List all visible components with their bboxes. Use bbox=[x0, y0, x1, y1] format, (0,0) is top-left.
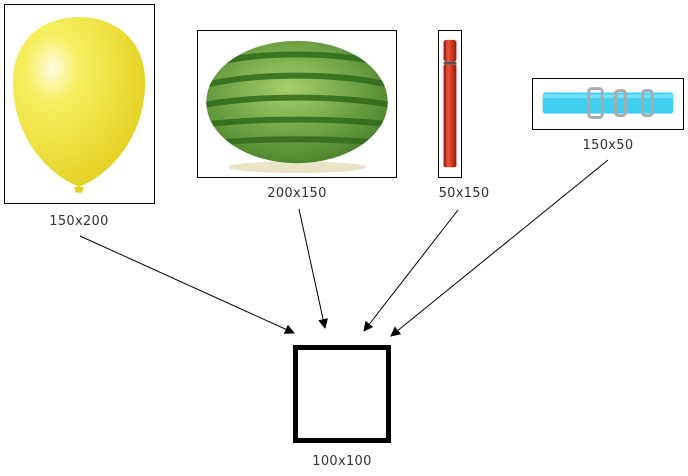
collar-image-frame bbox=[532, 78, 684, 130]
arrow-balloon bbox=[79, 235, 295, 334]
watermelon-size-label: 200x150 bbox=[267, 186, 327, 201]
arrow-watermelon bbox=[298, 208, 328, 329]
thermos-size-label: 50x150 bbox=[438, 186, 490, 201]
target-square bbox=[293, 345, 391, 443]
balloon-size-label: 150x200 bbox=[49, 214, 109, 229]
thermos-icon bbox=[443, 39, 457, 168]
watermelon-icon bbox=[206, 40, 388, 174]
target-size-label: 100x100 bbox=[312, 454, 372, 469]
arrow-thermos bbox=[363, 209, 459, 332]
collar-icon bbox=[542, 87, 674, 119]
balloon-image-frame bbox=[4, 4, 155, 204]
watermelon-image-frame bbox=[197, 30, 397, 178]
thermos-image-frame bbox=[438, 30, 462, 178]
balloon-icon bbox=[12, 17, 146, 193]
collar-size-label: 150x50 bbox=[582, 138, 634, 153]
arrow-collar bbox=[390, 159, 609, 337]
